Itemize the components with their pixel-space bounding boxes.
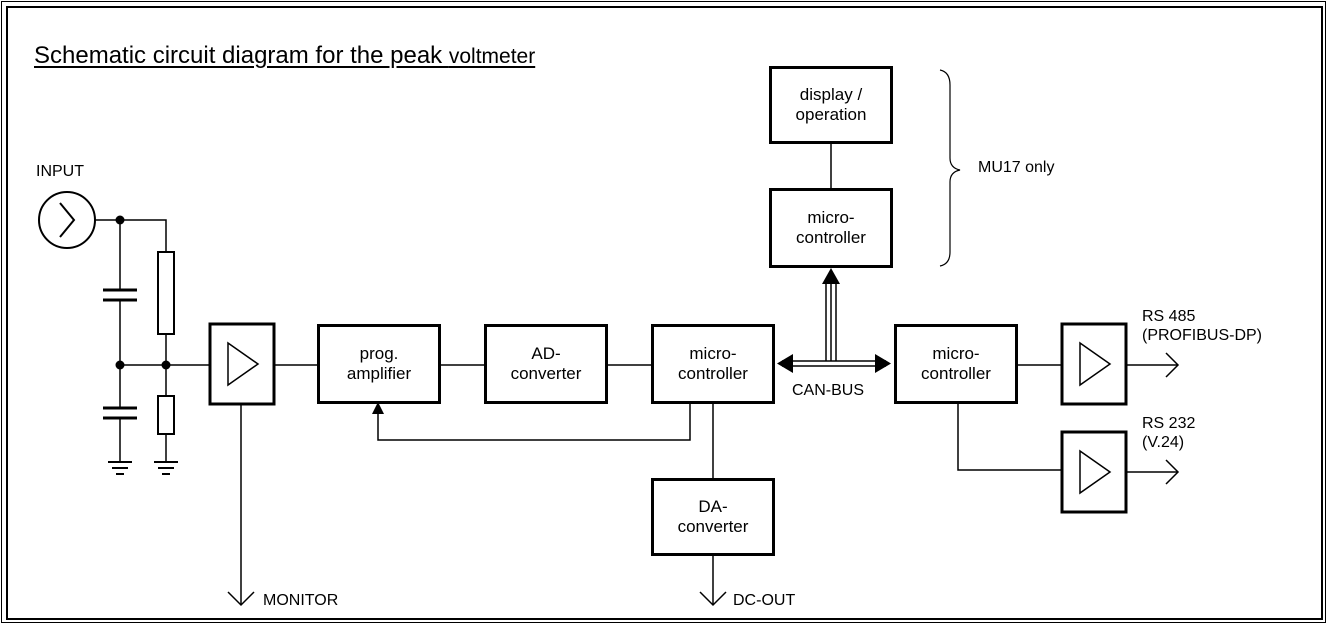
microcontroller-display-block: micro- controller	[769, 188, 893, 268]
microcontroller-display-label: micro- controller	[796, 208, 866, 247]
rs232-buffer	[1060, 430, 1128, 514]
buffer-amplifier-triangle	[227, 341, 260, 387]
micro-to-rs232-buffer	[957, 404, 1062, 471]
rs485-buffer	[1060, 322, 1128, 406]
diagram-title-main: Schematic circuit diagram for the peak	[34, 42, 449, 69]
can-bus-arrowhead-up	[822, 268, 840, 284]
can-bus-label: CAN-BUS	[792, 382, 865, 399]
microcontroller-main-label: micro- controller	[678, 344, 748, 383]
monitor-arrow	[227, 591, 255, 607]
microcontroller-main-block: micro- controller	[651, 324, 775, 404]
microcontroller-interface-block: micro- controller	[894, 324, 1018, 404]
diagram-title-tail: voltmeter	[448, 45, 536, 68]
resistor-top	[157, 251, 175, 335]
dc-out-label: DC-OUT	[733, 592, 796, 609]
feedback-line	[377, 404, 691, 441]
rs232-buffer-triangle	[1079, 449, 1112, 495]
prog-amplifier-label: prog. amplifier	[346, 344, 412, 383]
prog-amplifier-block: prog. amplifier	[317, 324, 441, 404]
microcontroller-interface-label: micro- controller	[921, 344, 991, 383]
can-bus-arrowhead-left	[777, 354, 793, 373]
can-bus-arrowhead-right	[875, 354, 891, 373]
feedback-arrowhead	[372, 402, 384, 414]
dc-out-arrow	[699, 591, 727, 607]
junction-dot	[115, 360, 125, 370]
input-line	[95, 219, 167, 252]
rs232-label: RS 232 (V.24)	[1142, 415, 1196, 451]
junction-dot	[161, 360, 171, 370]
junction-dot	[115, 215, 125, 225]
ad-converter-label: AD- converter	[510, 344, 582, 383]
rs485-label: RS 485 (PROFIBUS-DP)	[1142, 308, 1262, 344]
rs485-buffer-triangle	[1079, 341, 1112, 387]
mu17-only-label: MU17 only	[978, 159, 1055, 176]
mu17-brace	[939, 69, 961, 267]
da-converter-block: DA- converter	[651, 478, 775, 556]
monitor-label: MONITOR	[263, 592, 339, 609]
resistor-bottom	[157, 395, 175, 435]
input-connector-chevron	[59, 202, 76, 238]
da-converter-label: DA- converter	[677, 497, 749, 536]
display-operation-label: display / operation	[795, 85, 867, 124]
inner-frame	[6, 6, 1323, 620]
input-connector-circle	[38, 191, 96, 249]
ad-converter-block: AD- converter	[484, 324, 608, 404]
diagram-title: Schematic circuit diagram for the peak v…	[34, 42, 535, 70]
rs485-output-arrow	[1165, 352, 1180, 378]
rs232-output-arrow	[1165, 459, 1180, 485]
display-operation-block: display / operation	[769, 66, 893, 144]
buffer-amplifier	[208, 322, 276, 406]
input-label: INPUT	[36, 163, 84, 180]
